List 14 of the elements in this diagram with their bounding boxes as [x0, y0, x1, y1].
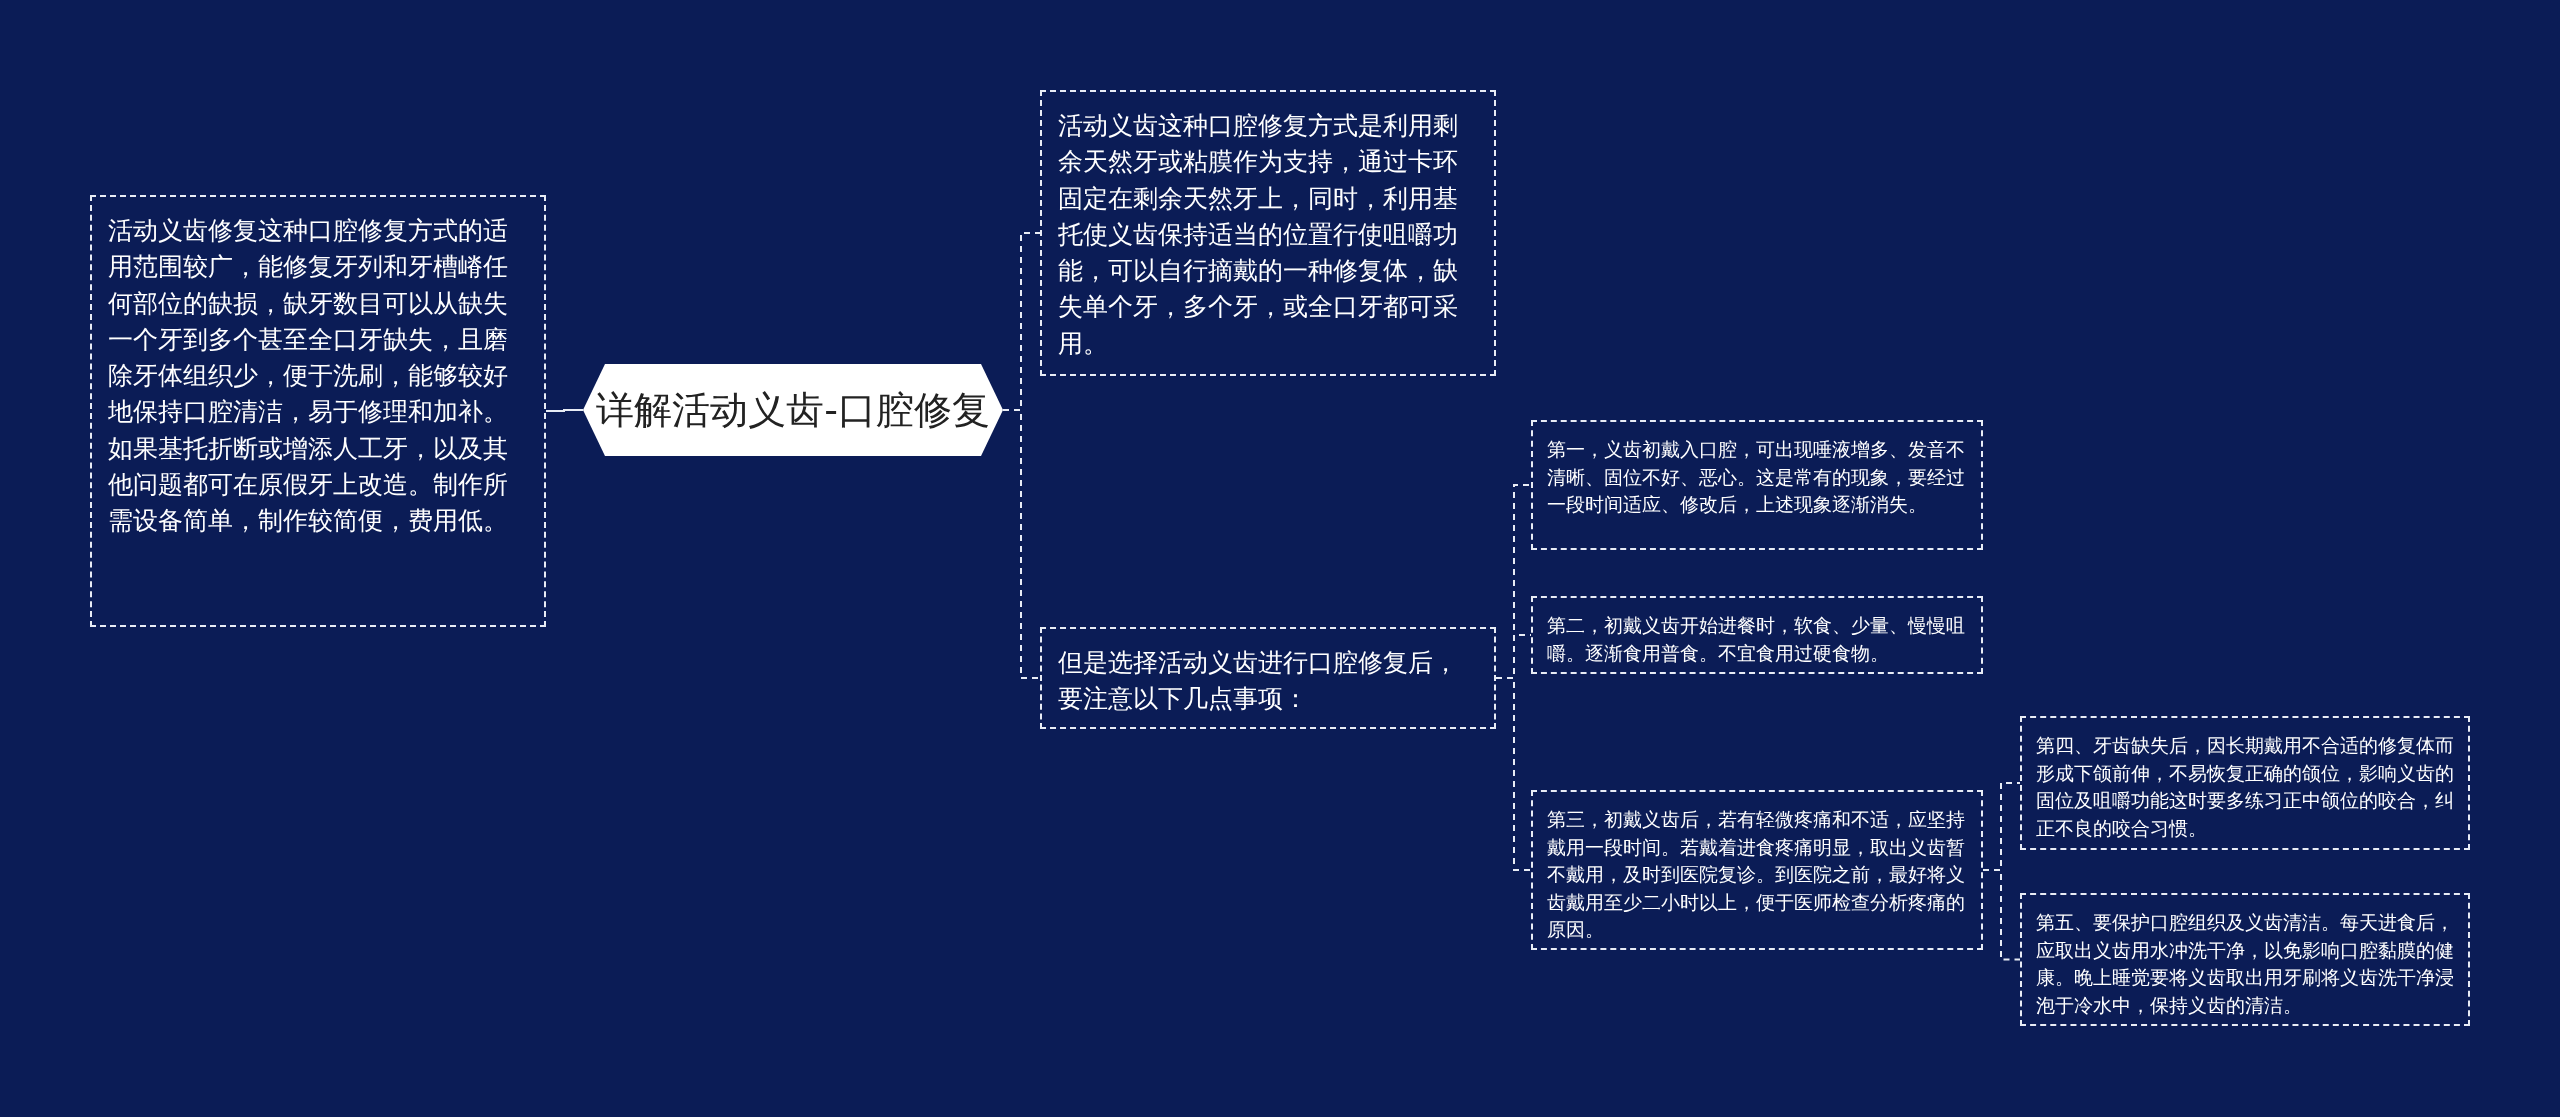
topic-hexagon — [583, 364, 1003, 456]
connector — [1495, 677, 1532, 871]
text-box: 第五、要保护口腔组织及义齿清洁。每天进食后，应取出义齿用水冲洗干净，以免影响口腔黏膜的健康。晚上睡觉要将义齿取出用牙刷将义齿洗干净浸泡于冷水中，保持义齿的清洁。 — [2020, 893, 2470, 1026]
connector — [1982, 869, 2021, 961]
connector — [1002, 409, 1041, 679]
text-box: 第四、牙齿缺失后，因长期戴用不合适的修复体而形成下颌前伸，不易恢复正确的颌位，影响义齿的固位及咀嚼功能这时要多练习正中颌位的咬合，纠正不良的咬合习惯。 — [2020, 716, 2470, 850]
text-box: 但是选择活动义齿进行口腔修复后，要注意以下几点事项： — [1040, 627, 1496, 729]
text-box: 第二，初戴义齿开始进餐时，软食、少量、慢慢咀嚼。逐渐食用普食。不宜食用过硬食物。 — [1531, 596, 1983, 674]
text-box: 活动义齿这种口腔修复方式是利用剩余天然牙或粘膜作为支持，通过卡环固定在剩余天然牙上，同时，利用基托使义齿保持适当的位置行使咀嚼功能，可以自行摘戴的一种修复体，缺失单个牙，多个牙，或全口牙都可采用。 — [1040, 90, 1496, 376]
topic-title: 详解活动义齿-口腔修复 — [595, 386, 991, 434]
text-box: 第三，初戴义齿后，若有轻微疼痛和不适，应坚持戴用一段时间。若戴着进食疼痛明显，取出义齿暂不戴用，及时到医院复诊。到医院之前，最好将义齿戴用至少二小时以上，便于医师检查分析疼痛的原因。 — [1531, 790, 1983, 950]
text-box: 第一，义齿初戴入口腔，可出现唾液增多、发音不清晰、固位不好、恶心。这是常有的现象，要经过一段时间适应、修改后，上述现象逐渐消失。 — [1531, 420, 1983, 550]
connector — [545, 409, 584, 412]
text-box: 活动义齿修复这种口腔修复方式的适用范围较广，能修复牙列和牙槽嵴任何部位的缺损，缺牙数目可以从缺失一个牙到多个甚至全口牙缺失，且磨除牙体组织少，便于洗刷，能够较好地保持口腔清洁，易于修理和加补。如果基托折断或增添人工牙，以及其他问题都可在原假牙上改造。制作所需设备简单，制作较简便，费用低。 — [90, 195, 546, 627]
